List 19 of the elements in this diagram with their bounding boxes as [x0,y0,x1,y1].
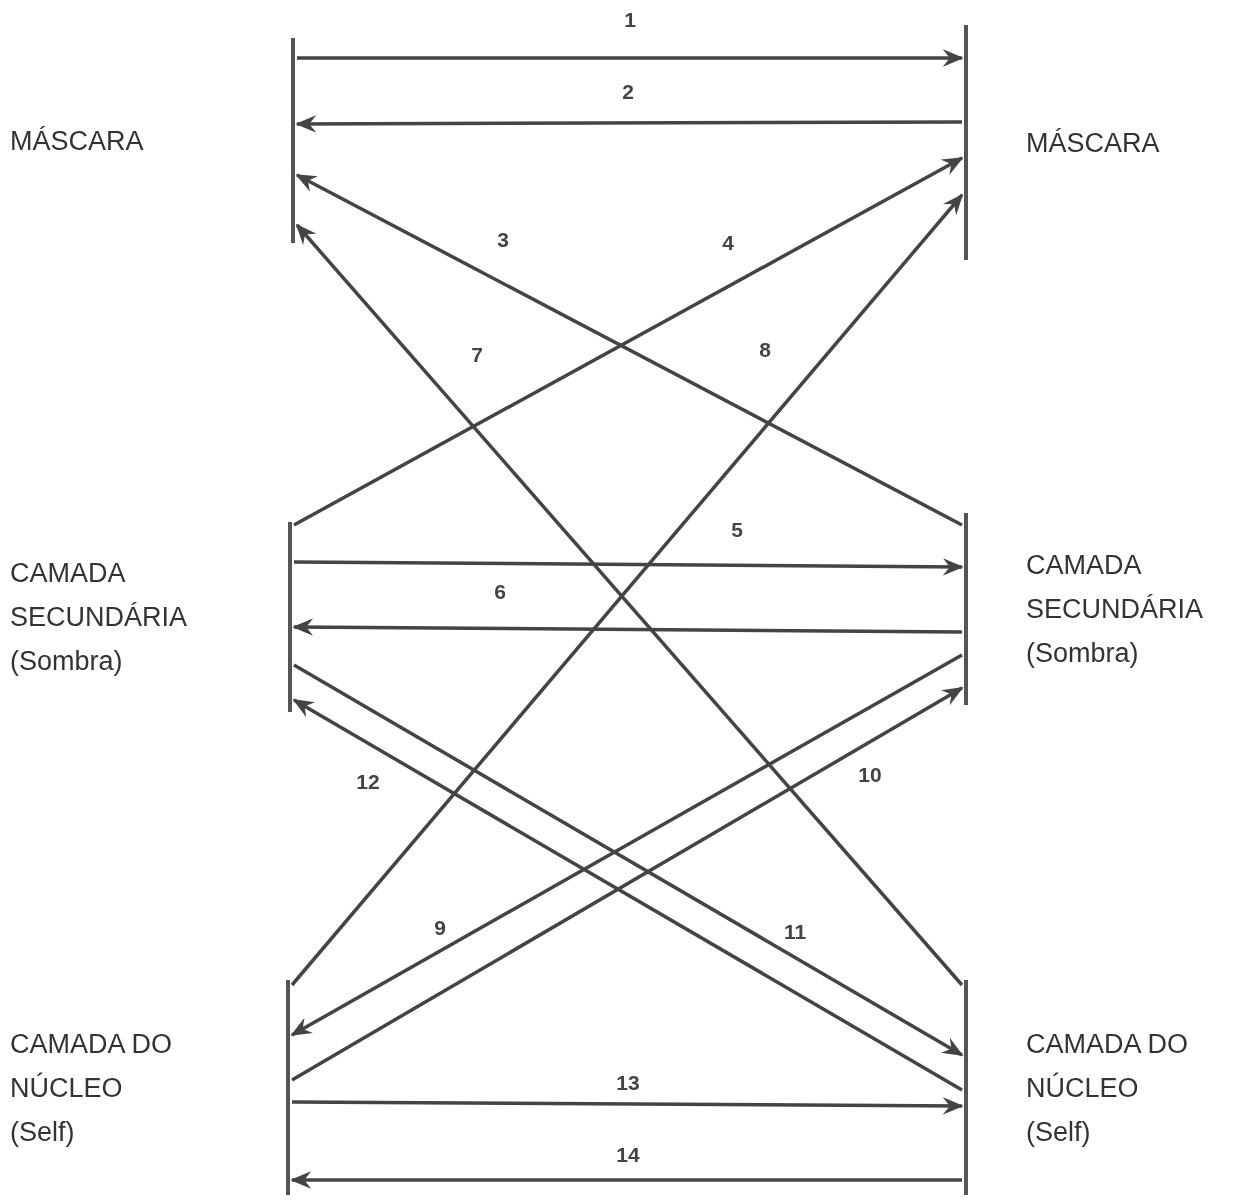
arrow [292,1097,964,1115]
layer-panel [10,522,292,712]
layer-label: CAMADA DO NÚCLEO [1026,1027,1190,1105]
layer-label: CAMADA SECUNDÁRIA [1026,549,1205,626]
layer-label: CAMADA SECUNDÁRIA [10,557,189,634]
layer-label: MÁSCARA [10,124,145,158]
arrow [292,618,962,636]
layer-label: MÁSCARA [1026,126,1161,160]
layer-label: CAMADA DO NÚCLEO [10,1027,174,1105]
arrow [290,1171,962,1189]
arrow [297,49,964,67]
layer-label: (Sombra) [10,645,124,678]
layer-label: (Self) [1026,1115,1092,1149]
layer-panel [10,980,290,1195]
layer-label: (Sombra) [1026,637,1140,670]
arrow [295,115,962,133]
layer-panel [10,38,295,243]
arrow [294,558,964,576]
layer-label: (Self) [10,1115,76,1149]
